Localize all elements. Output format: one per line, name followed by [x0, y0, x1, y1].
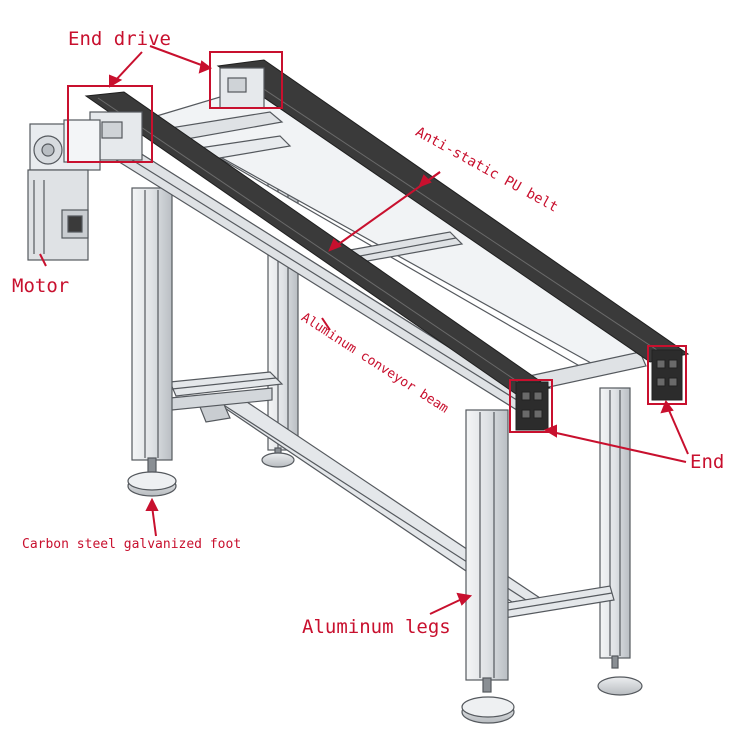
front-right-leg — [461, 409, 515, 724]
legs-label: Aluminum legs — [302, 616, 451, 638]
drive-end-block-back — [219, 67, 265, 109]
tail-end-block-front — [515, 381, 549, 431]
front-left-leg — [127, 187, 177, 497]
tail-end-block-back — [651, 349, 683, 401]
motor-label: Motor — [12, 275, 70, 297]
motor-gearbox — [27, 119, 101, 261]
front-belt — [84, 91, 552, 395]
end-drive-box-back — [209, 51, 283, 109]
back-belt — [216, 59, 690, 363]
leader-arrows — [39, 45, 689, 615]
end-drive-label: End drive — [68, 28, 171, 50]
end-label: End — [690, 451, 725, 473]
back-right-leg — [597, 387, 643, 696]
back-lower-crossbar — [169, 371, 284, 411]
end-box-front — [509, 379, 553, 433]
foot-label: Carbon steel galvanized foot — [22, 537, 242, 552]
